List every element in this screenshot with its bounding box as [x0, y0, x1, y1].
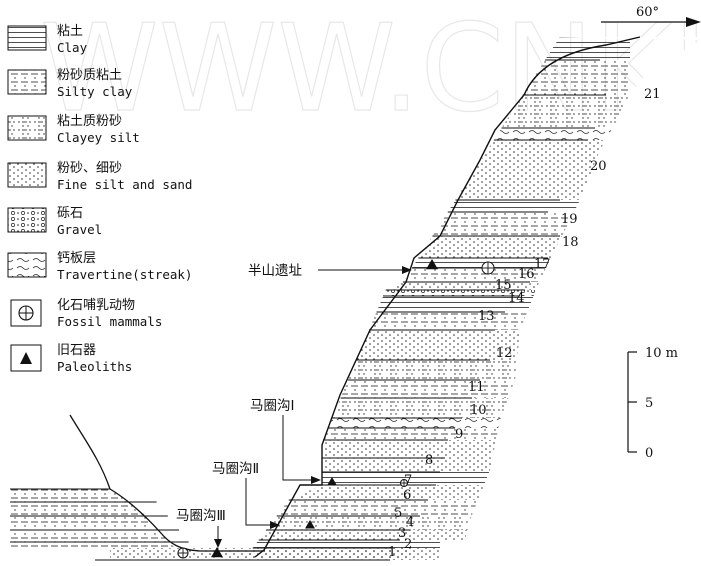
- clay-label-en: Clay: [57, 40, 88, 55]
- travertine-label-en: Travertine(streak): [57, 267, 192, 282]
- stratum-band: [493, 128, 630, 140]
- site-label-majuangou-3: 马圈沟Ⅲ: [176, 508, 226, 524]
- layer-number-1: 1: [388, 545, 396, 560]
- majuangou-3-arrow-head: [214, 539, 222, 548]
- layer-number-13: 13: [478, 309, 495, 324]
- layer-number-7: 7: [404, 473, 412, 488]
- left-bank-strata: [10, 489, 175, 548]
- layer-number-3: 3: [398, 526, 406, 541]
- paleolith-label-en: Paleoliths: [57, 359, 132, 374]
- layer-number-14: 14: [508, 291, 525, 306]
- majuangou-1-arrow-line: [282, 415, 313, 481]
- clayey-silt-swatch: [7, 115, 47, 141]
- layer-number-11: 11: [468, 380, 485, 395]
- layer-number-4: 4: [406, 515, 414, 530]
- clayey-silt-label-en: Clayey silt: [57, 130, 140, 145]
- layer-number-8: 8: [425, 453, 433, 468]
- fine-silt-sand-label-zh: 粉砂、细砂: [57, 161, 122, 176]
- direction-indicator: 60°: [601, 5, 701, 27]
- banshan-paleolith-marker: [426, 259, 438, 270]
- clay-label-zh: 粘土: [57, 24, 83, 39]
- direction-label: 60°: [636, 5, 659, 20]
- fossil-label-en: Fossil mammals: [57, 314, 162, 329]
- scale-bar: 10 m 5 0: [627, 346, 678, 461]
- site-label-banshan: 半山遗址: [248, 263, 302, 279]
- layer-number-5: 5: [394, 506, 402, 521]
- layer-number-12: 12: [496, 346, 513, 361]
- fine-silt-sand-swatch: [7, 162, 47, 188]
- section-mask: [440, 37, 701, 566]
- layer-number-18: 18: [562, 235, 579, 250]
- travertine-label-zh: 钙板层: [57, 251, 96, 266]
- paleolith-icon: [20, 352, 32, 364]
- fossil-label-zh: 化石哺乳动物: [57, 298, 135, 313]
- site-label-majuangou-1: 马圈沟Ⅰ: [250, 398, 294, 414]
- clayey-silt-label-zh: 粘土质粉砂: [57, 114, 122, 129]
- majuangou-2-arrow-head: [270, 521, 280, 529]
- layer-number-2: 2: [404, 537, 412, 552]
- gravel-label-en: Gravel: [57, 222, 102, 237]
- fine-silt-sand-label-en: Fine silt and sand: [57, 177, 192, 192]
- silty-clay-swatch: [7, 69, 47, 95]
- layer-number-20: 20: [590, 159, 607, 174]
- layer-number-17: 17: [534, 257, 551, 272]
- scale-label-mid: 5: [645, 396, 653, 411]
- left-valley-profile: [69, 414, 201, 552]
- direction-arrow-head: [686, 17, 701, 27]
- layer-number-6: 6: [403, 488, 411, 503]
- scale-label-top: 10 m: [645, 346, 678, 361]
- majuangou-3-paleolith-marker: [211, 547, 223, 558]
- stratum-band: [522, 60, 630, 95]
- silty-clay-label-zh: 粉砂质粘土: [57, 68, 122, 83]
- site-labels: 半山遗址 马圈沟Ⅰ 马圈沟Ⅱ 马圈沟Ⅲ: [176, 263, 412, 548]
- terrace-profile: [254, 36, 641, 558]
- majuangou-1-arrow-head: [311, 476, 321, 484]
- layer-number-10: 10: [470, 403, 487, 418]
- majuangou-1-paleolith-marker: [327, 477, 337, 486]
- gravel-swatch: [7, 207, 47, 233]
- layer-number-21: 21: [644, 87, 661, 102]
- scale-label-bottom: 0: [645, 446, 653, 461]
- layer-number-15: 15: [495, 278, 512, 293]
- silty-clay-label-en: Silty clay: [57, 84, 133, 99]
- gravel-label-zh: 砾石: [57, 206, 83, 221]
- layer-number-16: 16: [518, 267, 535, 282]
- banshan-arrow-head: [402, 266, 412, 274]
- clay-swatch: [7, 25, 47, 51]
- layer-number-19: 19: [561, 212, 578, 227]
- layer-number-9: 9: [455, 427, 463, 442]
- valley-floor-sand: [110, 548, 410, 560]
- majuangou-2-paleolith-marker: [305, 520, 315, 529]
- site-label-majuangou-2: 马圈沟Ⅱ: [212, 461, 259, 477]
- paleolith-label-zh: 旧石器: [57, 343, 96, 358]
- majuangou-2-arrow-line: [245, 478, 272, 526]
- travertine-swatch: [7, 252, 47, 278]
- stratum-band: [501, 95, 630, 128]
